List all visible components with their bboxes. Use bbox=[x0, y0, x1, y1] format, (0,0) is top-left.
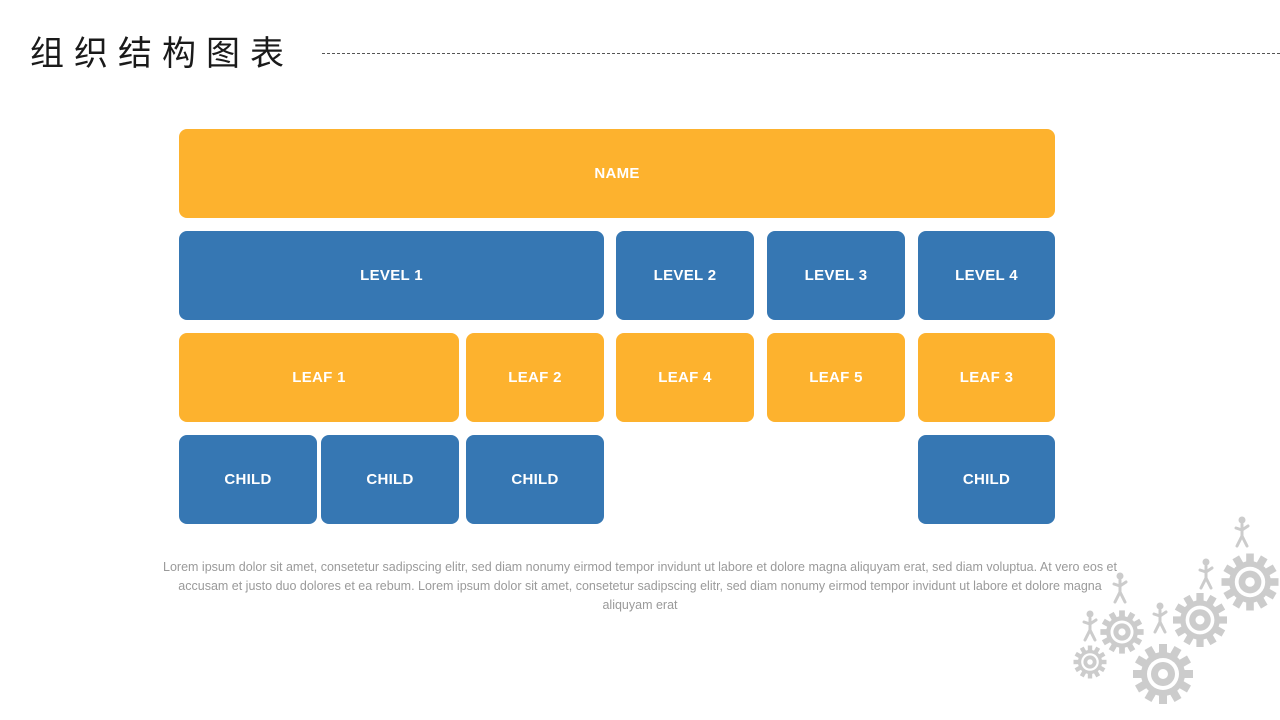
node-level-2[interactable]: LEVEL 2 bbox=[616, 231, 754, 320]
node-leaf-1[interactable]: LEAF 1 bbox=[179, 333, 459, 422]
node-level-4[interactable]: LEVEL 4 bbox=[918, 231, 1055, 320]
page-title: 组织结构图表 bbox=[30, 34, 294, 74]
node-level-3[interactable]: LEVEL 3 bbox=[767, 231, 905, 320]
node-child[interactable]: CHILD bbox=[918, 435, 1055, 524]
node-leaf-5[interactable]: LEAF 5 bbox=[767, 333, 905, 422]
node-leaf-3[interactable]: LEAF 3 bbox=[918, 333, 1055, 422]
node-child[interactable]: CHILD bbox=[179, 435, 317, 524]
node-level-1[interactable]: LEVEL 1 bbox=[179, 231, 604, 320]
node-child[interactable]: CHILD bbox=[466, 435, 604, 524]
node-child[interactable]: CHILD bbox=[321, 435, 459, 524]
node-name[interactable]: NAME bbox=[179, 129, 1055, 218]
node-leaf-4[interactable]: LEAF 4 bbox=[616, 333, 754, 422]
description-text: Lorem ipsum dolor sit amet, consetetur s… bbox=[163, 560, 1117, 612]
title-divider bbox=[322, 53, 1280, 54]
node-leaf-2[interactable]: LEAF 2 bbox=[466, 333, 604, 422]
gears-with-people-icon bbox=[1073, 515, 1279, 704]
